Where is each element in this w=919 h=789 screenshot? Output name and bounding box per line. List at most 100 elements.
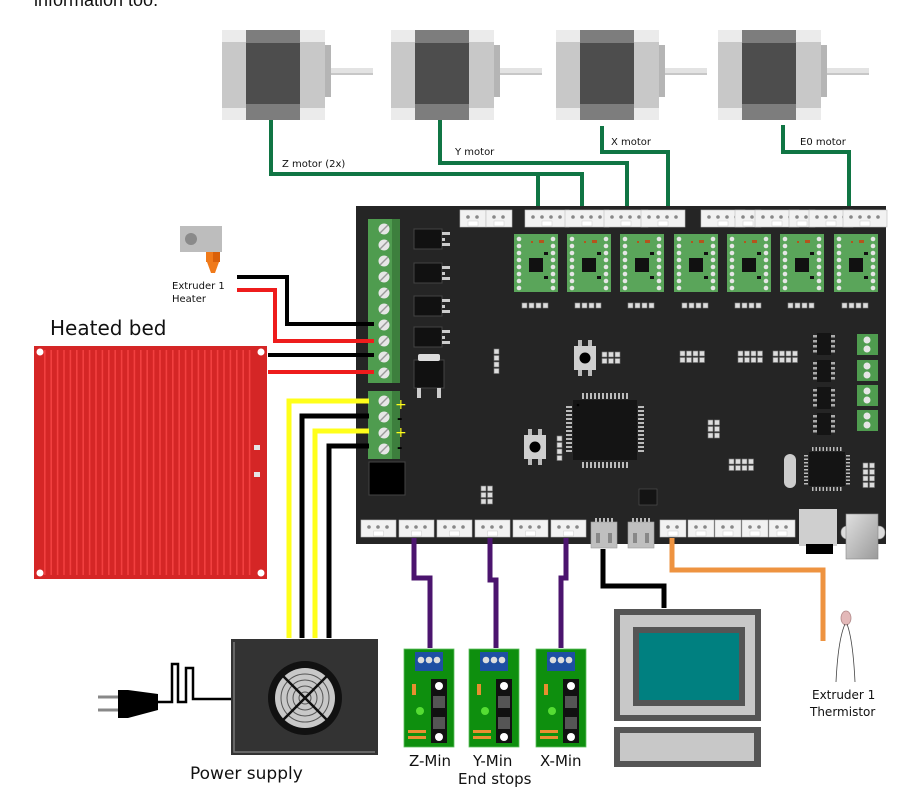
stepper-driver-4 <box>674 234 718 292</box>
pin-header <box>862 462 875 488</box>
heater-label-line2: Heater <box>172 294 207 305</box>
thermistor-connector-1 <box>659 519 687 538</box>
stepper-driver-7 <box>834 234 878 292</box>
pin-header <box>737 350 763 363</box>
stepper-driver-2 <box>567 234 611 292</box>
pin-header <box>707 419 720 439</box>
thermistor-connector-5 <box>768 519 796 538</box>
voltage-regulator <box>413 354 445 398</box>
y-motor-label: Y motor <box>454 147 495 158</box>
stepper-motor-z <box>222 30 373 120</box>
power-supply-label: Power supply <box>190 764 303 784</box>
caption-fragment: information too. <box>34 0 159 10</box>
terminal-mark-plus-2: + <box>395 425 407 441</box>
motor-connector-5 <box>754 209 800 228</box>
thermistor-label-line2: Thermistor <box>809 705 875 719</box>
stepper-driver-6 <box>780 234 824 292</box>
endstops-group-label: End stops <box>458 770 532 788</box>
lcd-wire <box>600 549 667 608</box>
psu-wire-yellow-1 <box>286 398 369 638</box>
endstop-connector-2 <box>398 519 435 538</box>
endstop-x-min <box>535 648 587 748</box>
endstop-y-min <box>468 648 520 748</box>
small-terminal-3 <box>857 385 878 406</box>
led-icon <box>416 707 424 715</box>
y-min-wire <box>487 538 499 648</box>
mosfet-1 <box>413 228 450 250</box>
connector-2pin <box>459 209 487 228</box>
psu-wire-black-2 <box>326 443 369 638</box>
motor-connector-2 <box>603 209 649 228</box>
power-terminal-block-input <box>368 391 400 459</box>
stepper-motor-y <box>391 30 542 120</box>
heater-wire-black <box>237 275 374 326</box>
thermistor-connector-3 <box>714 519 742 538</box>
terminal-mark-minus-1: - <box>397 412 402 427</box>
usb-controller-chip <box>804 447 850 491</box>
pin-header <box>679 350 705 363</box>
led-icon <box>548 707 556 715</box>
mosfet-3 <box>413 295 450 317</box>
z-motor-wire-2 <box>538 172 584 212</box>
e0-motor-wire <box>781 125 851 212</box>
ic-chip-3 <box>813 387 835 409</box>
x-min-wire <box>558 538 569 648</box>
mosfet-4 <box>413 326 450 348</box>
motor-connector-3 <box>640 209 686 228</box>
e0-motor-label: E0 motor <box>800 137 847 148</box>
crystal <box>784 454 796 488</box>
terminal-mark-plus-1: + <box>395 397 407 413</box>
small-terminal-2 <box>857 360 878 381</box>
thermistor-connector-2 <box>687 519 715 538</box>
psu-wire-black-1 <box>299 413 369 638</box>
heater-wire-red <box>237 288 374 343</box>
thermistor <box>835 610 856 683</box>
ic-chip-4 <box>813 413 835 435</box>
ramps-board <box>356 206 888 560</box>
endstop-connector-3 <box>436 519 473 538</box>
pin-header <box>772 350 798 363</box>
small-terminal-1 <box>857 334 878 355</box>
x-motor-wire <box>600 126 670 212</box>
thermistor-wire <box>669 538 826 641</box>
psu-wire-yellow-2 <box>312 428 369 638</box>
endstop-label-z-min: Z-Min <box>409 752 451 770</box>
pin-header <box>601 351 621 364</box>
ic-chip-1 <box>813 333 835 355</box>
small-chip <box>638 488 658 506</box>
stepper-motor-x <box>556 30 707 120</box>
motor-connector-1 <box>564 209 610 228</box>
endstop-connector-5 <box>512 519 549 538</box>
stepper-driver-3 <box>620 234 664 292</box>
endstop-label-y-min: Y-Min <box>472 752 512 770</box>
extruder-heater <box>180 226 222 273</box>
power-terminal-block-main <box>368 219 400 383</box>
mosfet-2 <box>413 262 450 284</box>
microcontroller-chip <box>566 393 644 468</box>
power-supply <box>231 639 378 755</box>
z-motor-wire <box>269 120 540 212</box>
lcd-display <box>614 609 761 767</box>
x-motor-label: X motor <box>611 137 652 148</box>
endstop-connector-1 <box>360 519 397 538</box>
connector-2pin <box>734 209 762 228</box>
endstop-z-min <box>403 648 455 748</box>
z-motor-label: Z motor (2x) <box>282 159 345 170</box>
led-icon <box>481 707 489 715</box>
motor-connector-e0 <box>842 209 888 228</box>
usb-port <box>840 513 886 560</box>
heated-bed <box>34 346 267 579</box>
polyfuse <box>368 461 406 496</box>
pin-header <box>556 435 563 461</box>
terminal-mark-minus-2: - <box>397 441 402 456</box>
stepper-driver-1 <box>514 234 558 292</box>
power-plug-icon <box>98 662 231 718</box>
motor-connector-0 <box>524 209 570 228</box>
motor-connector-4 <box>700 209 746 228</box>
y-motor-wire <box>438 120 629 212</box>
stepper-driver-5 <box>727 234 771 292</box>
reset-button-2 <box>524 429 546 465</box>
aux-header-1 <box>590 518 618 549</box>
pin-header <box>493 348 500 374</box>
